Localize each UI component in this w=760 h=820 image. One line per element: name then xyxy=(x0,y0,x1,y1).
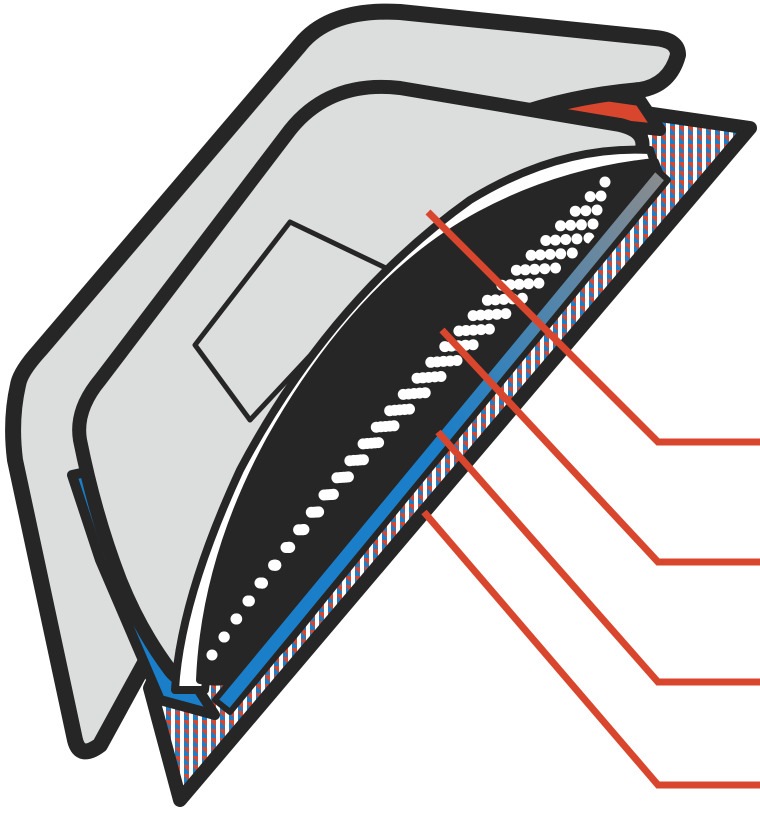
perforation-dot xyxy=(529,264,540,275)
perforation-dot xyxy=(207,650,218,661)
perforation-dot xyxy=(545,249,556,260)
perforation-dot xyxy=(565,220,576,231)
callout-line-4 xyxy=(424,512,760,785)
callout-line-3 xyxy=(438,432,760,682)
perforation-dot xyxy=(420,387,431,398)
perforation-dot xyxy=(436,371,447,382)
perforation-dot xyxy=(343,471,354,482)
perforation-dot xyxy=(539,263,550,274)
perforation-dot xyxy=(373,437,384,448)
perforation-dot xyxy=(452,355,463,366)
perforation-dot xyxy=(540,235,551,246)
perforation-dot xyxy=(550,263,561,274)
perforation-dot xyxy=(580,205,591,216)
perforation-dot xyxy=(560,234,571,245)
perforation-dot xyxy=(576,219,587,230)
perforation-dot xyxy=(585,191,596,202)
perforation-dot xyxy=(358,454,369,465)
perforation-dot xyxy=(484,324,495,335)
perforation-dot xyxy=(500,308,511,319)
perforation-dot xyxy=(243,596,254,607)
perforation-dot xyxy=(555,248,566,259)
perforation-dot xyxy=(313,506,324,517)
perforation-dot xyxy=(255,578,266,589)
perforation-dot xyxy=(592,205,603,216)
perforation-dot xyxy=(550,235,561,246)
perforation-dot xyxy=(219,632,230,643)
perforation-dot xyxy=(570,206,581,217)
perforation-dot xyxy=(596,191,607,202)
perforation-dot xyxy=(555,220,566,231)
perforation-dot xyxy=(567,248,578,259)
perforation-dot xyxy=(404,404,415,415)
perforation-dot xyxy=(298,524,309,535)
perforation-dot xyxy=(468,339,479,350)
perforation-dot xyxy=(284,542,295,553)
perforation-dot xyxy=(571,233,582,244)
perforation-dot xyxy=(514,279,525,290)
perforation-dot xyxy=(523,278,534,289)
perforation-dot xyxy=(269,560,280,571)
perforation-dot xyxy=(588,219,599,230)
perforation-dot xyxy=(231,614,242,625)
perforation-dot xyxy=(328,489,339,500)
perforation-dot xyxy=(535,249,546,260)
perforation-dot xyxy=(533,278,544,289)
perforation-dot xyxy=(600,177,611,188)
perforation-dot xyxy=(389,420,400,431)
